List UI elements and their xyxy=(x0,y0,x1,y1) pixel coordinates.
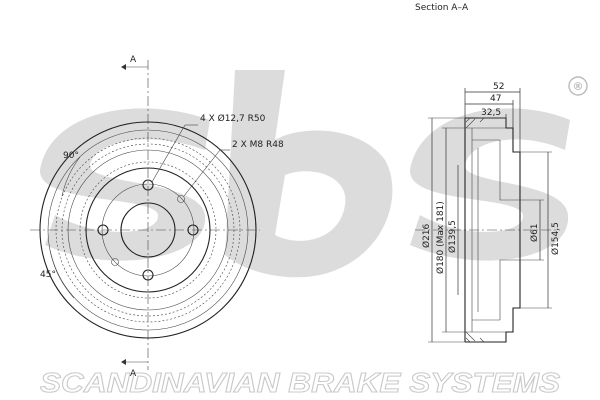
bolt-hole xyxy=(142,269,154,281)
callout-threaded-holes: 2 X M8 R48 xyxy=(232,140,284,150)
dim-216: Ø216 xyxy=(421,223,432,248)
dim-180: Ø180 (Max 181) xyxy=(435,201,446,274)
angle-label-90: 90° xyxy=(63,151,79,161)
drum-outer-circle xyxy=(39,121,257,339)
bolt-hole xyxy=(97,224,109,236)
dim-154-5: Ø154,5 xyxy=(550,222,561,255)
brand-tagline: SCANDINAVIAN BRAKE SYSTEMS xyxy=(40,367,560,398)
angle-label-45: 45° xyxy=(40,270,56,280)
registered-text: ® xyxy=(573,80,584,93)
threaded-hole xyxy=(111,258,119,266)
section-mark-bottom: A xyxy=(130,369,137,379)
angle-arc-45 xyxy=(49,249,75,299)
angle-arc-90 xyxy=(61,156,81,197)
dim-61: Ø61 xyxy=(529,223,540,242)
dim-139-5: Ø139,5 xyxy=(447,220,458,253)
section-view: Section A–A 52 47 32,5 xyxy=(415,3,561,343)
leader-threaded-holes xyxy=(183,149,221,197)
bolt-hole xyxy=(142,179,154,191)
registered-mark: ® xyxy=(568,76,588,96)
threaded-hole xyxy=(177,195,185,203)
bolt-hole xyxy=(187,224,199,236)
front-view: A A 4 X Ø12,7 R50 2 X M8 R48 90° xyxy=(30,55,284,379)
section-mark-top: A xyxy=(130,55,137,65)
section-title: Section A–A xyxy=(415,3,469,13)
leader-big-holes xyxy=(151,124,186,183)
dim-32-5: 32,5 xyxy=(481,108,501,118)
callout-big-holes: 4 X Ø12,7 R50 xyxy=(200,113,266,124)
center-bore xyxy=(120,202,176,258)
sbs-logo-watermark xyxy=(39,70,570,278)
dim-47: 47 xyxy=(490,94,501,104)
dim-52: 52 xyxy=(493,82,504,92)
